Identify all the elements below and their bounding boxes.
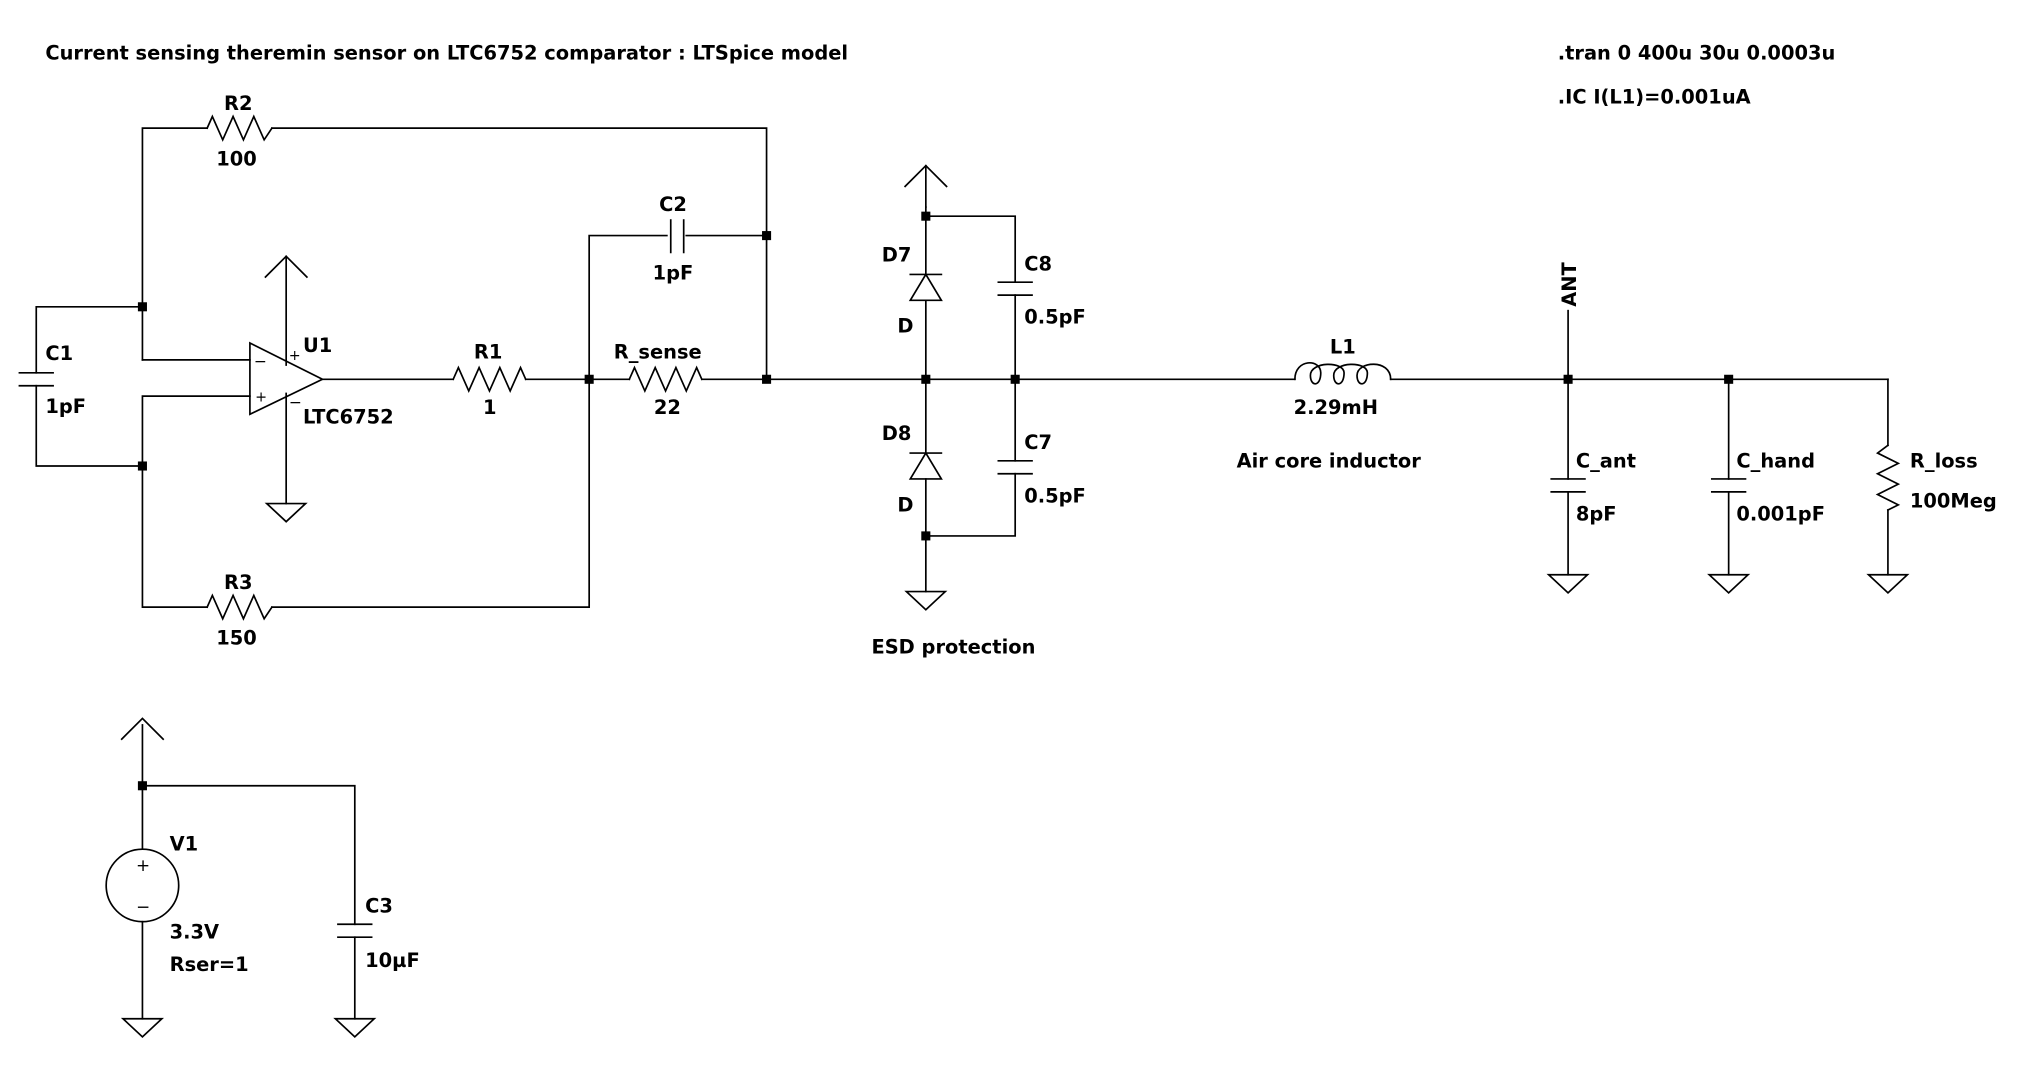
c7-name: C7 [1024, 431, 1052, 454]
junction-dot [921, 374, 931, 384]
ground-r-loss [1866, 573, 1910, 595]
c3-value: 10µF [365, 949, 420, 972]
v1-rser: Rser=1 [170, 953, 249, 976]
r1-value: 1 [483, 396, 497, 419]
c8-name: C8 [1024, 253, 1052, 276]
v1-minus-sign: − [136, 897, 150, 917]
capacitor-c3: C3 10µF [337, 895, 420, 972]
c-ant-name: C_ant [1576, 449, 1636, 472]
resistor-r1: R1 1 [452, 341, 527, 419]
u1-vminus-sign: − [289, 394, 302, 412]
d7-name: D7 [882, 243, 912, 266]
junction-dot [921, 211, 931, 221]
junctions [137, 211, 1734, 791]
junction-dot [137, 461, 147, 471]
c3-name: C3 [365, 895, 393, 918]
r-sense-value: 22 [654, 396, 681, 419]
resistor-r2: R2 100 [206, 92, 274, 171]
c-ant-value: 8pF [1576, 502, 1617, 525]
capacitor-c7: C7 0.5pF [997, 431, 1086, 507]
resistor-r3: R3 150 [206, 571, 274, 650]
junction-dot [1563, 374, 1573, 384]
r-sense-name: R_sense [614, 341, 702, 364]
u1-vplus-sign: + [289, 348, 301, 364]
v1-plus-sign: + [136, 855, 150, 875]
junction-dot [921, 531, 931, 541]
u1-name: U1 [303, 334, 332, 357]
diode-d8: D8 D [882, 422, 943, 516]
u1-minus-sign: − [254, 352, 267, 370]
diode-d7: D7 D [882, 243, 943, 338]
vcc-arrow-v1 [120, 717, 165, 741]
l1-value: 2.29mH [1294, 396, 1378, 419]
inductor-l1: L1 2.29mH Air core inductor [1237, 335, 1422, 472]
tran-directive: .tran 0 400u 30u 0.0003u [1558, 42, 1836, 65]
d8-name: D8 [882, 422, 912, 445]
esd-protection-label: ESD protection [871, 636, 1035, 659]
voltage-source-v1: + − V1 3.3V Rser=1 [105, 832, 249, 976]
c1-value: 1pF [45, 395, 86, 418]
vcc-symbols [120, 164, 948, 741]
ground-c3 [333, 1017, 377, 1039]
r2-value: 100 [216, 148, 257, 171]
u1-plus-sign: + [255, 389, 267, 405]
junction-dot [762, 374, 772, 384]
wires [35, 127, 1889, 1020]
c-hand-value: 0.001pF [1736, 502, 1825, 525]
ic-directive: .IC I(L1)=0.001uA [1558, 86, 1751, 109]
ground-c-ant [1546, 573, 1590, 595]
ground-v1 [120, 1017, 164, 1039]
c2-name: C2 [659, 193, 687, 216]
l1-name: L1 [1330, 335, 1356, 358]
resistor-r-loss: R_loss 100Meg [1875, 444, 1997, 512]
air-core-label: Air core inductor [1237, 449, 1422, 472]
capacitor-c1: C1 1pF [18, 342, 86, 418]
junction-dot [137, 781, 147, 791]
c8-value: 0.5pF [1024, 306, 1086, 329]
ground-symbols [120, 502, 1910, 1039]
junction-dot [762, 231, 772, 241]
junction-dot [584, 374, 594, 384]
c7-value: 0.5pF [1024, 484, 1086, 507]
c-hand-name: C_hand [1736, 449, 1815, 472]
capacitor-c8: C8 0.5pF [997, 253, 1086, 329]
c1-name: C1 [45, 342, 73, 365]
vcc-arrow-u1 [264, 255, 309, 279]
r-loss-value: 100Meg [1910, 489, 1997, 512]
capacitor-c2: C2 1pF [653, 193, 694, 285]
c2-value: 1pF [653, 262, 694, 285]
ground-esd [904, 590, 948, 611]
d7-value: D [897, 315, 913, 338]
ground-u1 [264, 502, 308, 523]
junction-dot [137, 302, 147, 312]
r1-name: R1 [474, 341, 502, 364]
capacitor-c-hand: C_hand 0.001pF [1710, 449, 1825, 525]
ground-c-hand [1707, 573, 1751, 595]
schematic-title: Current sensing theremin sensor on LTC67… [45, 42, 848, 65]
v1-name: V1 [170, 832, 199, 855]
resistor-r-sense: R_sense 22 [614, 341, 703, 419]
capacitor-c-ant: C_ant 8pF [1550, 449, 1636, 525]
r2-name: R2 [224, 92, 252, 115]
r3-name: R3 [224, 571, 252, 594]
d8-value: D [897, 493, 913, 516]
junction-dot [1724, 374, 1734, 384]
ant-net-label: ANT [1558, 262, 1581, 307]
junction-dot [1010, 374, 1020, 384]
comparator-u1: − + + − U1 LTC6752 [249, 334, 394, 428]
r3-value: 150 [216, 627, 257, 650]
r-loss-name: R_loss [1910, 449, 1978, 472]
v1-value: 3.3V [170, 920, 219, 943]
u1-value: LTC6752 [303, 405, 394, 428]
